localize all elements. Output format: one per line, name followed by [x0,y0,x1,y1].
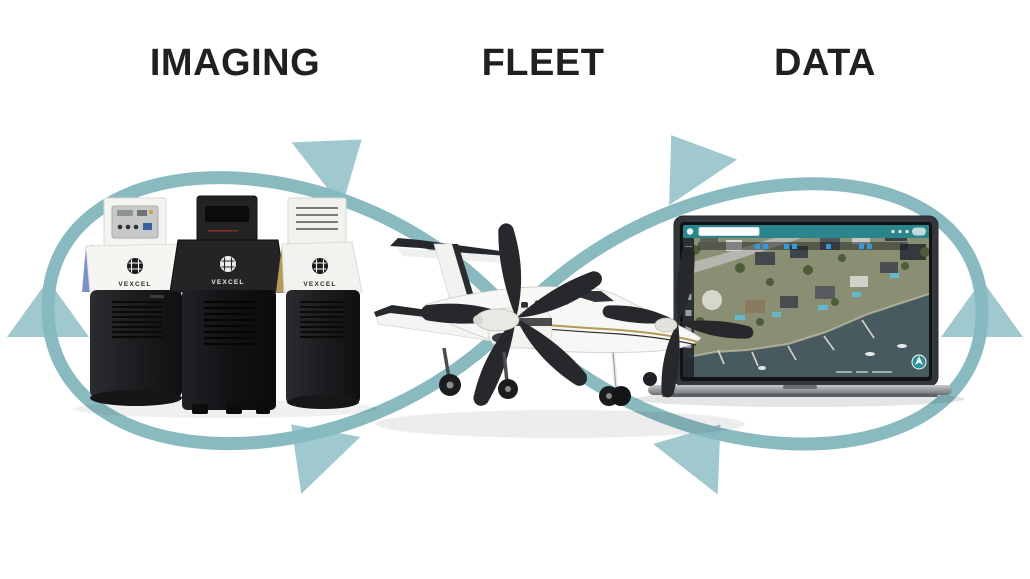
heading-imaging: IMAGING [149,42,321,84]
timeline-marker [826,244,831,249]
propeller-far-icon [601,245,755,399]
aerial-map-illustration [683,225,929,377]
map-app-bar [683,225,929,238]
timeline-marker [867,244,872,249]
propeller-near-icon [420,222,607,409]
flow-arrowhead-left-icon [7,280,89,337]
map-app-logo-icon [686,228,694,235]
camera-ultracam-left: VEXCEL [82,197,185,406]
compass-icon [911,354,927,370]
capture-timeline [698,242,908,250]
heading-data: DATA [774,42,876,84]
timeline-marker [792,244,797,249]
vexcel-brand-label: VEXCEL [211,279,244,286]
aircraft-tail [390,238,508,308]
vexcel-logo-icon [127,258,143,274]
vexcel-brand-label: VEXCEL [303,281,336,288]
appbar-icon [891,229,895,234]
appbar-icon [898,229,902,234]
vexcel-logo-icon [220,256,236,272]
map-search-input [698,227,760,236]
camera-ultracam-center: VEXCEL [169,195,287,414]
landing-gear [439,347,657,406]
timeline-marker [859,244,864,249]
camera-group: VEXCEL VEXCEL [82,195,363,414]
laptop [648,215,952,397]
timeline-marker [763,244,768,249]
camera-body [286,290,360,404]
heading-fleet: FLEET [481,42,605,84]
flow-arrowhead-right-icon [941,280,1023,337]
timeline-marker [755,244,760,249]
appbar-button [912,227,926,236]
appbar-icon [905,229,909,234]
vexcel-brand-label: VEXCEL [118,281,151,288]
laptop-base [648,385,952,397]
map-attribution [836,371,892,373]
survey-aircraft [374,222,755,409]
timeline-marker [784,244,789,249]
camera-ultracam-right: VEXCEL [276,197,363,409]
vexcel-logo-icon [312,258,328,274]
